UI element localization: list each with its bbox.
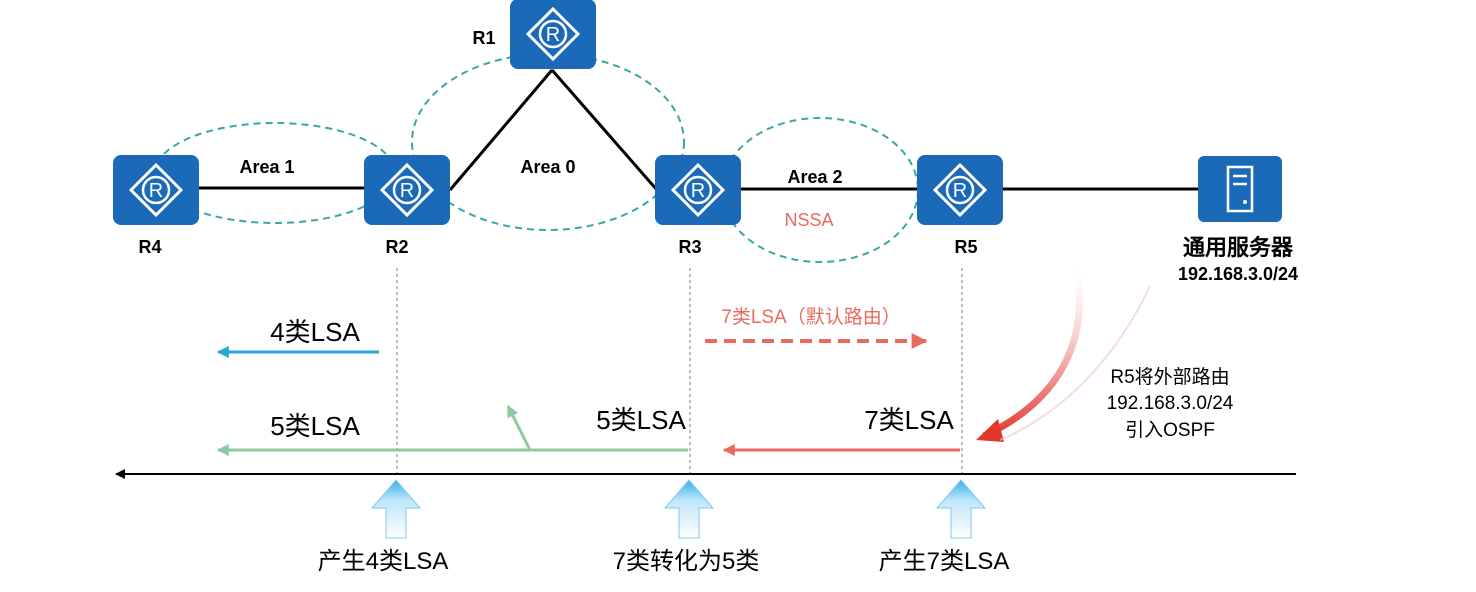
label-r5: R5 bbox=[954, 237, 977, 257]
label-area0: Area 0 bbox=[520, 157, 575, 177]
router-r4[interactable] bbox=[111, 153, 201, 227]
label-nssa: NSSA bbox=[784, 210, 833, 230]
label-area2: Area 2 bbox=[787, 167, 842, 187]
label-r4: R4 bbox=[138, 237, 161, 257]
note-line3: 引入OSPF bbox=[1125, 419, 1215, 441]
up-arrow-r2 bbox=[370, 479, 422, 539]
router-r3[interactable] bbox=[653, 153, 743, 227]
router-r5[interactable] bbox=[915, 153, 1005, 227]
link-r2-r1 bbox=[448, 69, 554, 191]
arrow-lsa5-branch bbox=[506, 404, 532, 451]
server-name: 通用服务器 bbox=[1183, 235, 1294, 260]
import-curve-shadow bbox=[999, 285, 1151, 441]
label-r1: R1 bbox=[472, 28, 495, 48]
area0-boundary bbox=[411, 53, 685, 231]
link-r1-r3 bbox=[550, 69, 659, 191]
server-icon[interactable] bbox=[1198, 156, 1282, 222]
label-lsa5-mid: 5类LSA bbox=[596, 405, 686, 435]
label-lsa7: 7类LSA bbox=[864, 405, 954, 435]
label-lsa5-left: 5类LSA bbox=[270, 411, 360, 441]
note-line2: 192.168.3.0/24 bbox=[1107, 393, 1234, 414]
label-r3: R3 bbox=[678, 237, 701, 257]
router-r1[interactable] bbox=[508, 0, 598, 71]
event-r2: 产生4类LSA bbox=[318, 548, 449, 575]
label-lsa7-default: 7类LSA（默认路由） bbox=[721, 306, 900, 328]
event-r3: 7类转化为5类 bbox=[613, 548, 760, 575]
label-area1: Area 1 bbox=[239, 157, 294, 177]
server-network: 192.168.3.0/24 bbox=[1178, 264, 1298, 284]
import-curve-arrowhead bbox=[976, 419, 1004, 442]
up-arrow-r5 bbox=[935, 479, 987, 539]
note-line1: R5将外部路由 bbox=[1110, 366, 1229, 388]
event-r5: 产生7类LSA bbox=[879, 548, 1010, 575]
label-lsa4: 4类LSA bbox=[270, 317, 360, 347]
router-r2[interactable] bbox=[362, 153, 452, 227]
label-r2: R2 bbox=[385, 237, 408, 257]
import-curve-arrow bbox=[982, 267, 1083, 440]
up-arrow-r3 bbox=[663, 479, 715, 539]
